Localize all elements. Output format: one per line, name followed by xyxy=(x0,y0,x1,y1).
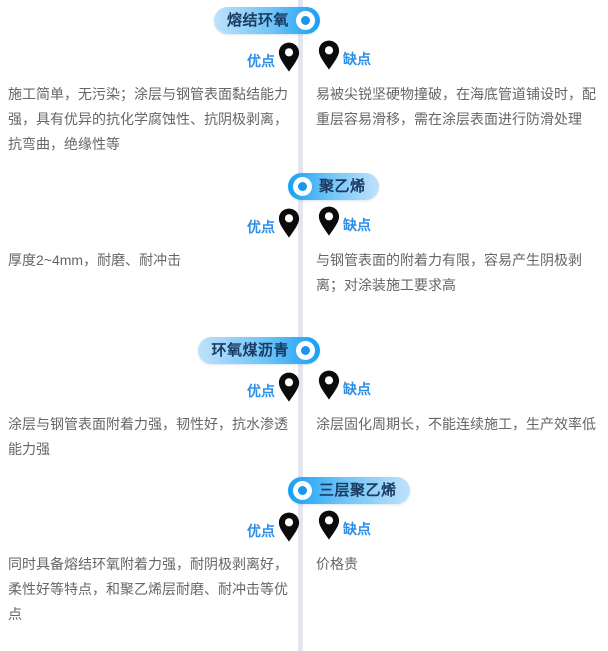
con-label: 缺点 xyxy=(343,381,371,397)
timeline-vertical-axis xyxy=(298,0,303,651)
con-marker: 缺点 xyxy=(318,40,371,70)
pro-text: 同时具备熔结环氧附着力强，耐阴极剥离好，柔性好等特点，和聚乙烯层耐磨、耐冲击等优… xyxy=(8,556,288,622)
pro-con-text-row: 厚度2~4mm，耐磨、耐冲击 与钢管表面的附着力有限，容易产生阴极剥离；对涂装施工… xyxy=(0,248,608,330)
pro-marker: 优点 xyxy=(247,512,300,542)
pro-marker: 优点 xyxy=(247,42,300,72)
section-title-pill[interactable]: 熔结环氧 xyxy=(213,7,320,34)
timeline-section: 环氧煤沥青优点 缺点涂层与钢管表面附着力强，韧性好，抗水渗透能力强 涂层固化周期长，… xyxy=(0,330,608,470)
section-title-pill[interactable]: 三层聚乙烯 xyxy=(288,477,410,504)
section-title-pill[interactable]: 聚乙烯 xyxy=(288,173,379,200)
section-title: 聚乙烯 xyxy=(319,178,366,195)
map-pin-icon xyxy=(318,370,340,400)
section-title-row: 聚乙烯 xyxy=(0,166,608,206)
timeline-section: 熔结环氧优点 缺点施工简单，无污染；涂层与钢管表面黏结能力强，具有优异的抗化学腐蚀… xyxy=(0,0,608,166)
pro-con-marker-row: 优点 缺点 xyxy=(0,510,608,552)
section-title-row: 三层聚乙烯 xyxy=(0,470,608,510)
section-title-row: 熔结环氧 xyxy=(0,0,608,40)
section-title: 熔结环氧 xyxy=(226,12,289,29)
timeline-node-icon xyxy=(296,11,315,30)
con-marker: 缺点 xyxy=(318,206,371,236)
coating-comparison-timeline: 熔结环氧优点缺点施工简单，无污染；涂层与钢管表面黏结能力强，具有优异的抗化学腐蚀… xyxy=(0,0,608,636)
section-title-pill[interactable]: 环氧煤沥青 xyxy=(198,337,320,364)
pro-label: 优点 xyxy=(247,383,275,399)
timeline-node-icon xyxy=(296,341,315,360)
pro-label: 优点 xyxy=(247,53,275,69)
pro-con-text-row: 施工简单，无污染；涂层与钢管表面黏结能力强，具有优异的抗化学腐蚀性、抗阴极剥离，… xyxy=(0,82,608,166)
con-label: 缺点 xyxy=(343,51,371,67)
timeline-section: 三层聚乙烯优点 缺点同时具备熔结环氧附着力强，耐阴极剥离好，柔性好等特点，和聚乙烯… xyxy=(0,470,608,636)
pro-text: 厚度2~4mm，耐磨、耐冲击 xyxy=(8,252,182,268)
con-marker: 缺点 xyxy=(318,510,371,540)
pro-label: 优点 xyxy=(247,523,275,539)
con-label: 缺点 xyxy=(343,217,371,233)
pro-marker: 优点 xyxy=(247,372,300,402)
con-text: 涂层固化周期长，不能连续施工，生产效率低 xyxy=(316,416,596,432)
pro-con-marker-row: 优点 缺点 xyxy=(0,370,608,412)
section-title-row: 环氧煤沥青 xyxy=(0,330,608,370)
pro-con-marker-row: 优点 缺点 xyxy=(0,40,608,82)
con-text: 与钢管表面的附着力有限，容易产生阴极剥离；对涂装施工要求高 xyxy=(316,252,582,293)
pro-text: 施工简单，无污染；涂层与钢管表面黏结能力强，具有优异的抗化学腐蚀性、抗阴极剥离，… xyxy=(8,86,288,152)
pro-con-marker-row: 优点 缺点 xyxy=(0,206,608,248)
map-pin-icon xyxy=(278,208,300,238)
map-pin-icon xyxy=(318,206,340,236)
timeline-node-icon xyxy=(293,481,312,500)
pro-con-text-row: 同时具备熔结环氧附着力强，耐阴极剥离好，柔性好等特点，和聚乙烯层耐磨、耐冲击等优… xyxy=(0,552,608,636)
section-title: 三层聚乙烯 xyxy=(319,482,397,499)
section-title: 环氧煤沥青 xyxy=(211,342,289,359)
map-pin-icon xyxy=(318,40,340,70)
pro-con-text-row: 涂层与钢管表面附着力强，韧性好，抗水渗透能力强 涂层固化周期长，不能连续施工，生产… xyxy=(0,412,608,470)
map-pin-icon xyxy=(278,42,300,72)
con-text: 价格贵 xyxy=(316,556,358,572)
con-label: 缺点 xyxy=(343,521,371,537)
pro-label: 优点 xyxy=(247,219,275,235)
map-pin-icon xyxy=(278,372,300,402)
con-text: 易被尖锐坚硬物撞破，在海底管道铺设时，配重层容易滑移，需在涂层表面进行防滑处理 xyxy=(316,86,596,127)
map-pin-icon xyxy=(318,510,340,540)
pro-text: 涂层与钢管表面附着力强，韧性好，抗水渗透能力强 xyxy=(8,416,288,457)
timeline-node-icon xyxy=(293,177,312,196)
pro-marker: 优点 xyxy=(247,208,300,238)
timeline-section: 聚乙烯优点 缺点厚度2~4mm，耐磨、耐冲击 与钢管表面的附着力有限，容易产生阴极剥… xyxy=(0,166,608,330)
con-marker: 缺点 xyxy=(318,370,371,400)
map-pin-icon xyxy=(278,512,300,542)
